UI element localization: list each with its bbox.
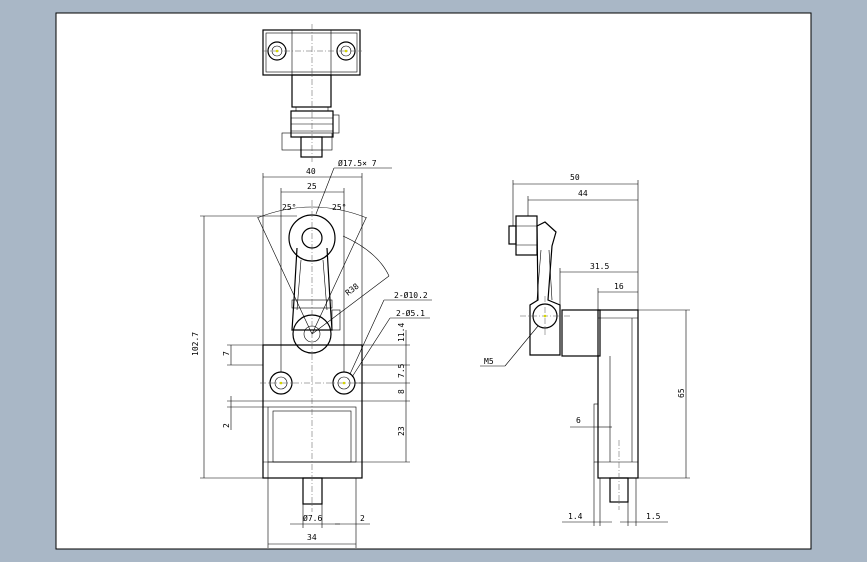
dim-side-65: 65 [677,388,686,398]
dim-top-overall: 40 [306,167,316,176]
dim-side-50: 50 [570,173,580,182]
dim-right-8: 8 [397,389,406,394]
dim-side-6: 6 [576,416,581,425]
dim-angle-right: 25° [332,203,346,212]
center-mark [275,49,279,53]
dim-side-16: 16 [614,282,624,291]
center-mark [279,381,283,385]
front-view [256,200,390,512]
dim-shaft-2: 2 [360,514,365,523]
dim-shaft-dia: Ø7.6 [303,513,322,523]
center-mark [344,49,348,53]
dim-side-31-5: 31.5 [590,262,609,271]
dim-right-7-5: 7.5 [397,363,406,378]
dim-right-11-4: 11.4 [397,323,406,342]
dim-side-1-4: 1.4 [568,512,583,521]
dim-right-23: 23 [397,426,406,436]
side-dimensions: 50 44 31.5 16 65 6 1.4 1.5 M5 [480,173,690,526]
dim-hole-small: 2-Ø5.1 [396,308,425,318]
center-mark [543,314,547,318]
dim-left-2: 2 [222,423,231,428]
dim-side-1-5: 1.5 [646,512,661,521]
dim-height-total: 102.7 [191,332,200,356]
dim-roller: Ø17.5× 7 [338,158,377,168]
dim-bottom-width: 34 [307,533,317,542]
center-mark [342,381,346,385]
dim-side-44: 44 [578,189,588,198]
drawing-sheet [55,12,812,550]
dim-hole-large: 2-Ø10.2 [394,290,428,300]
dim-top-inner: 25 [307,182,317,191]
dim-thread: M5 [484,357,494,366]
top-view [262,24,362,162]
dim-left-7: 7 [222,351,231,356]
dim-angle-left: 25° [282,203,296,212]
